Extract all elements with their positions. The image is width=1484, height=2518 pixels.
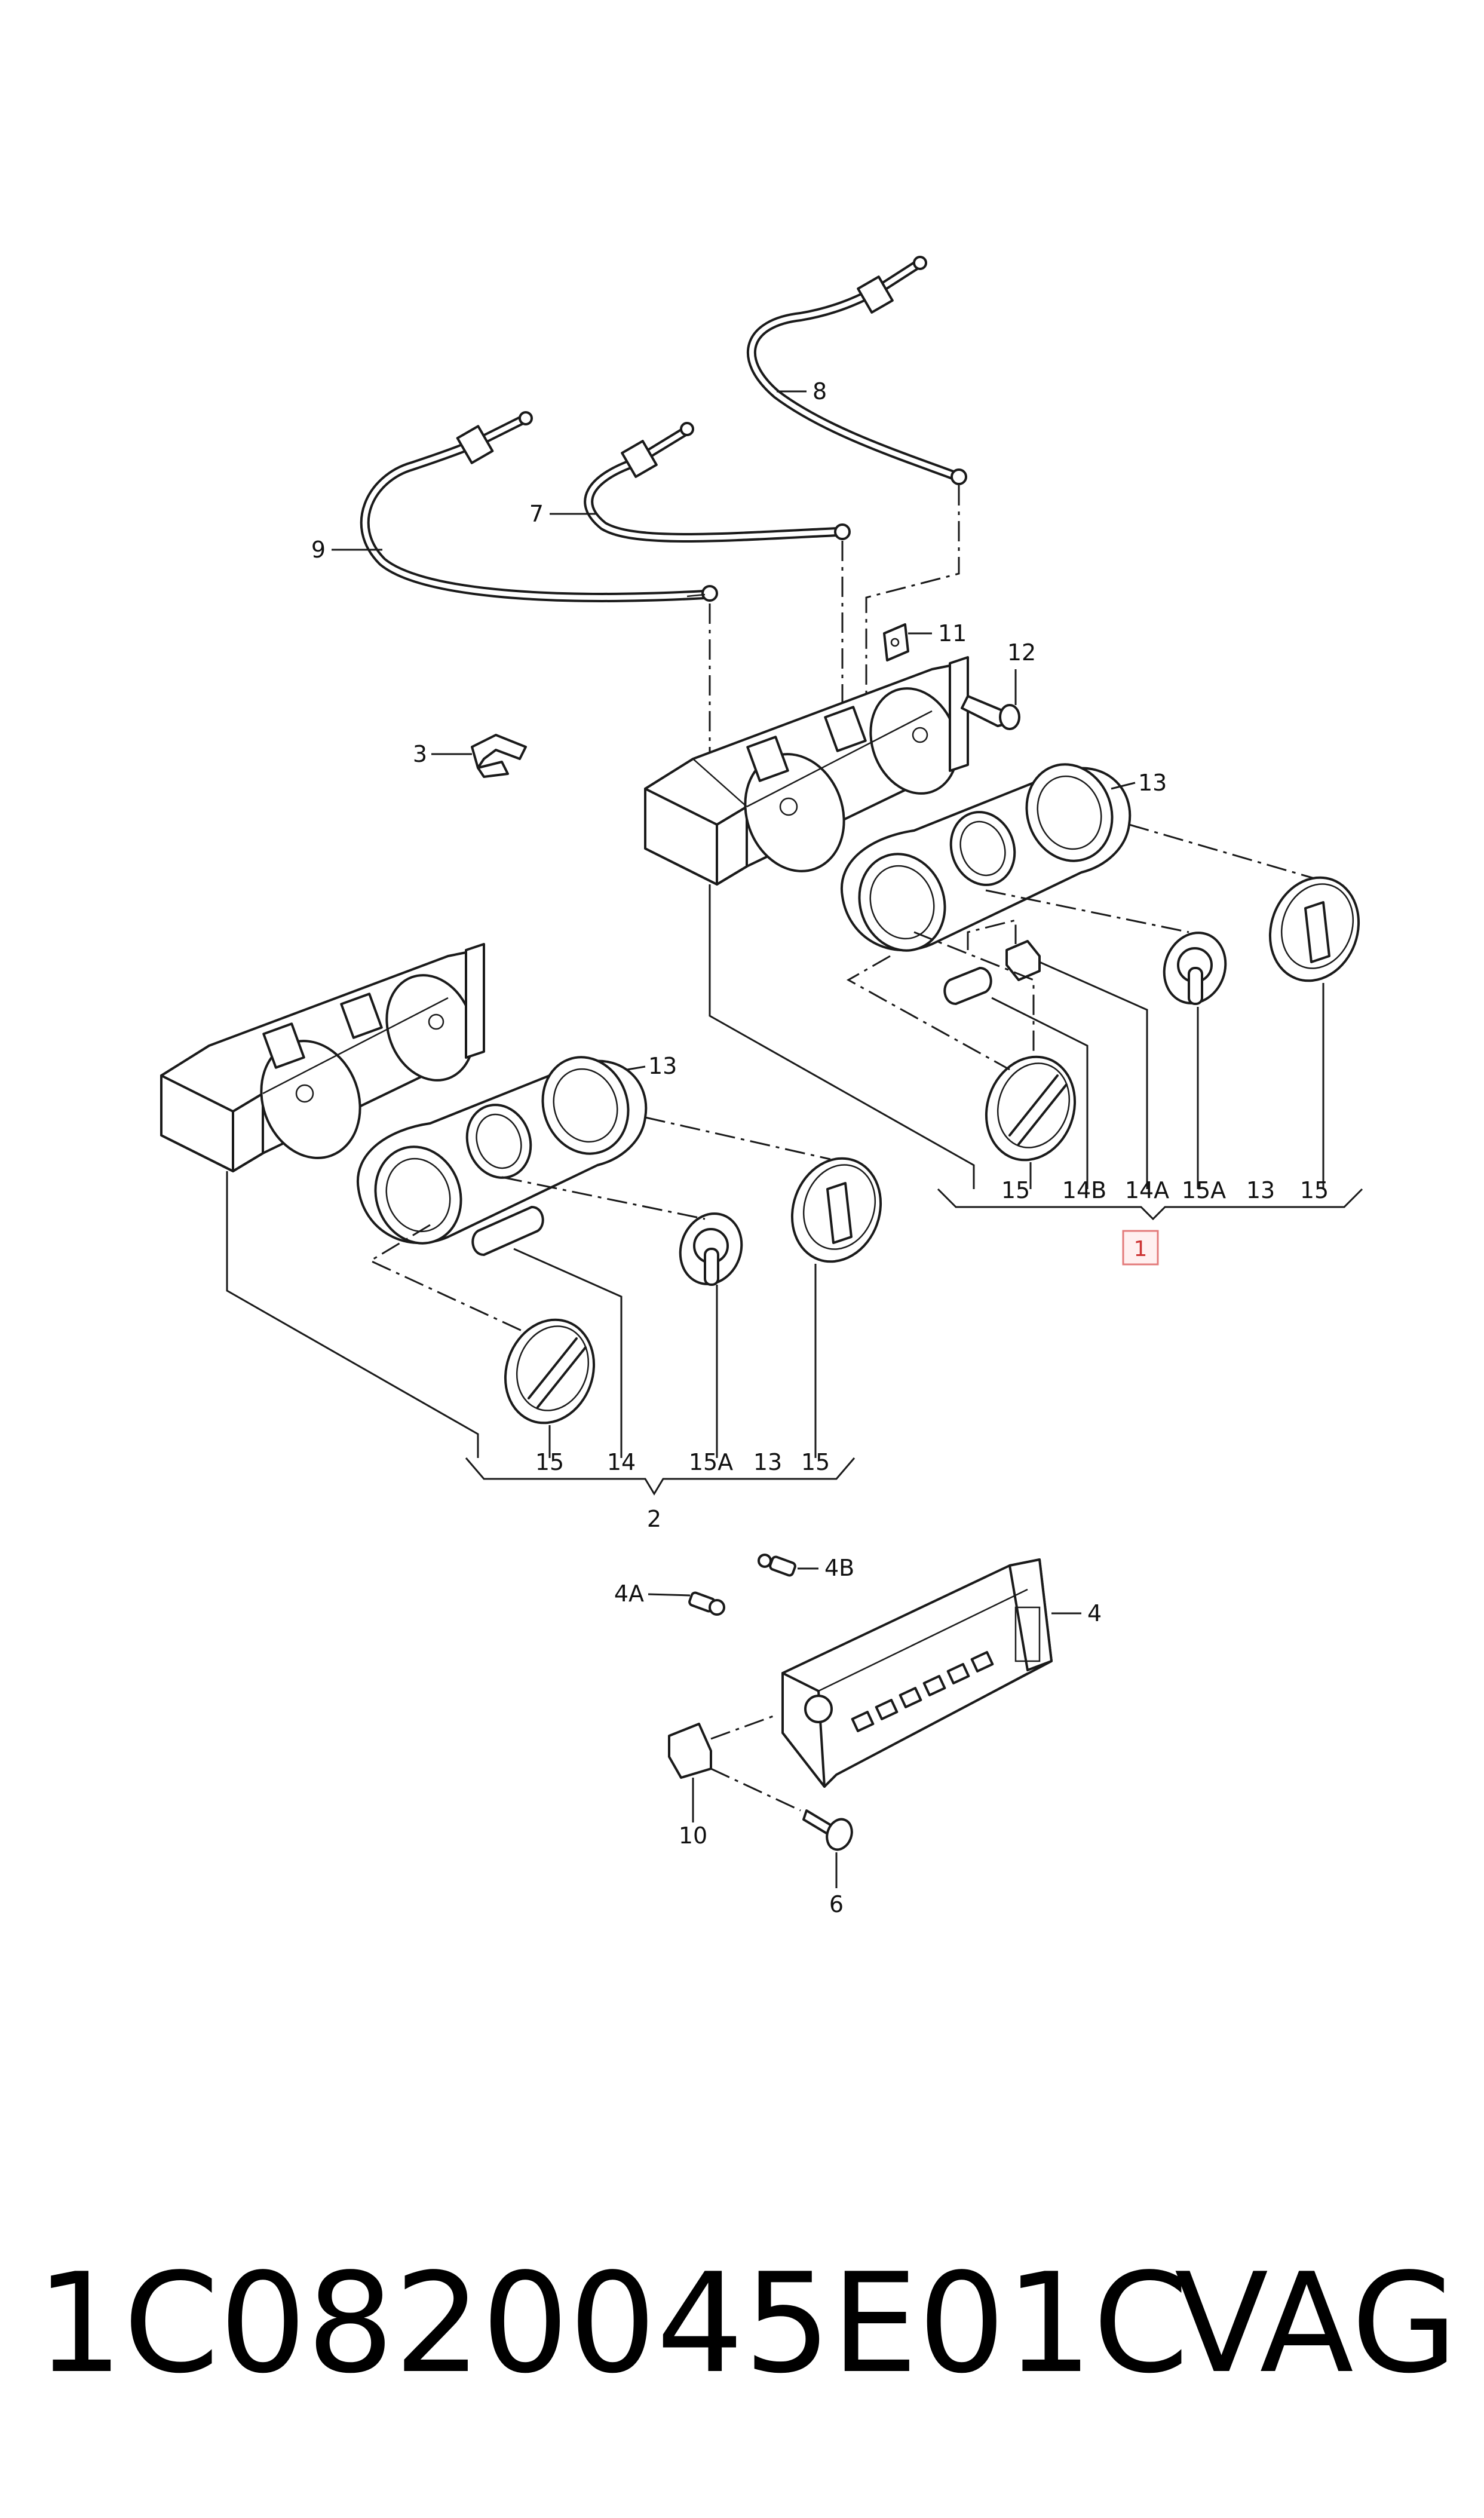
callout-13-lower: 13 [648, 1053, 677, 1079]
callout-11: 11 [938, 620, 967, 647]
group2-label-14: 14 [607, 1449, 636, 1475]
callout-12: 12 [1007, 639, 1036, 666]
callout-9: 9 [311, 537, 326, 563]
group1-label-15b: 15 [1300, 1177, 1329, 1203]
callout-2: 2 [647, 1506, 661, 1532]
knob-15-upper-right [1268, 876, 1360, 982]
cable-9 [360, 411, 718, 602]
group2-label-13: 13 [753, 1449, 782, 1475]
clip-10 [668, 1723, 712, 1822]
callout-4b: 4B [824, 1555, 854, 1581]
upper-bezel-13 [840, 763, 1136, 952]
brand-name: VAG [1174, 2244, 1458, 2404]
screw-12 [961, 669, 1020, 730]
group2-label-15a-knob: 15A [689, 1449, 733, 1475]
bulb-4a [648, 1591, 725, 1616]
group1-label-14b: 14B [1062, 1177, 1106, 1203]
callout-3: 3 [413, 741, 427, 767]
group1-label-13: 13 [1246, 1177, 1275, 1203]
callout-10: 10 [679, 1822, 707, 1849]
group1-label-15a: 15 [1001, 1177, 1030, 1203]
callout-1: 1 [1134, 1237, 1148, 1261]
knob-15-lower-right [790, 1157, 882, 1263]
button-14 [471, 1206, 544, 1256]
bulb-4b [758, 1554, 818, 1577]
knob-15a-upper [1163, 932, 1227, 1005]
button-14b [943, 967, 992, 1005]
bracket-3 [431, 734, 527, 778]
group1-label-15a-knob: 15A [1182, 1177, 1226, 1203]
cable-8 [747, 256, 967, 485]
callout-4: 4 [1087, 1600, 1102, 1626]
group1-label-14a: 14A [1125, 1177, 1169, 1203]
clip-11 [883, 623, 932, 661]
callout-13-upper: 13 [1138, 770, 1167, 796]
callout-7: 7 [529, 501, 544, 527]
knob-15a-lower [679, 1212, 743, 1286]
lower-control-housing [160, 943, 485, 1172]
screw-6 [802, 1809, 853, 1888]
lower-bezel-13 [356, 1056, 648, 1245]
cable-7 [584, 422, 851, 543]
climate-control-unit-4 [781, 1558, 1081, 1788]
part-number-footer: 1C0820045E01C VAG [36, 2247, 1458, 2402]
button-14a [1005, 940, 1041, 981]
part-number: 1C0820045E01C [36, 2244, 1189, 2404]
callout-8: 8 [812, 378, 827, 405]
group2-label-15a: 15 [535, 1449, 564, 1475]
upper-control-housing [644, 656, 969, 886]
callout-6: 6 [829, 1891, 844, 1917]
callout-1-highlight [1122, 1230, 1159, 1266]
knob-15-lower-left [504, 1318, 596, 1425]
group2-label-15b: 15 [801, 1449, 830, 1475]
callout-4a: 4A [614, 1580, 644, 1607]
knob-15-upper-left [985, 1055, 1077, 1162]
